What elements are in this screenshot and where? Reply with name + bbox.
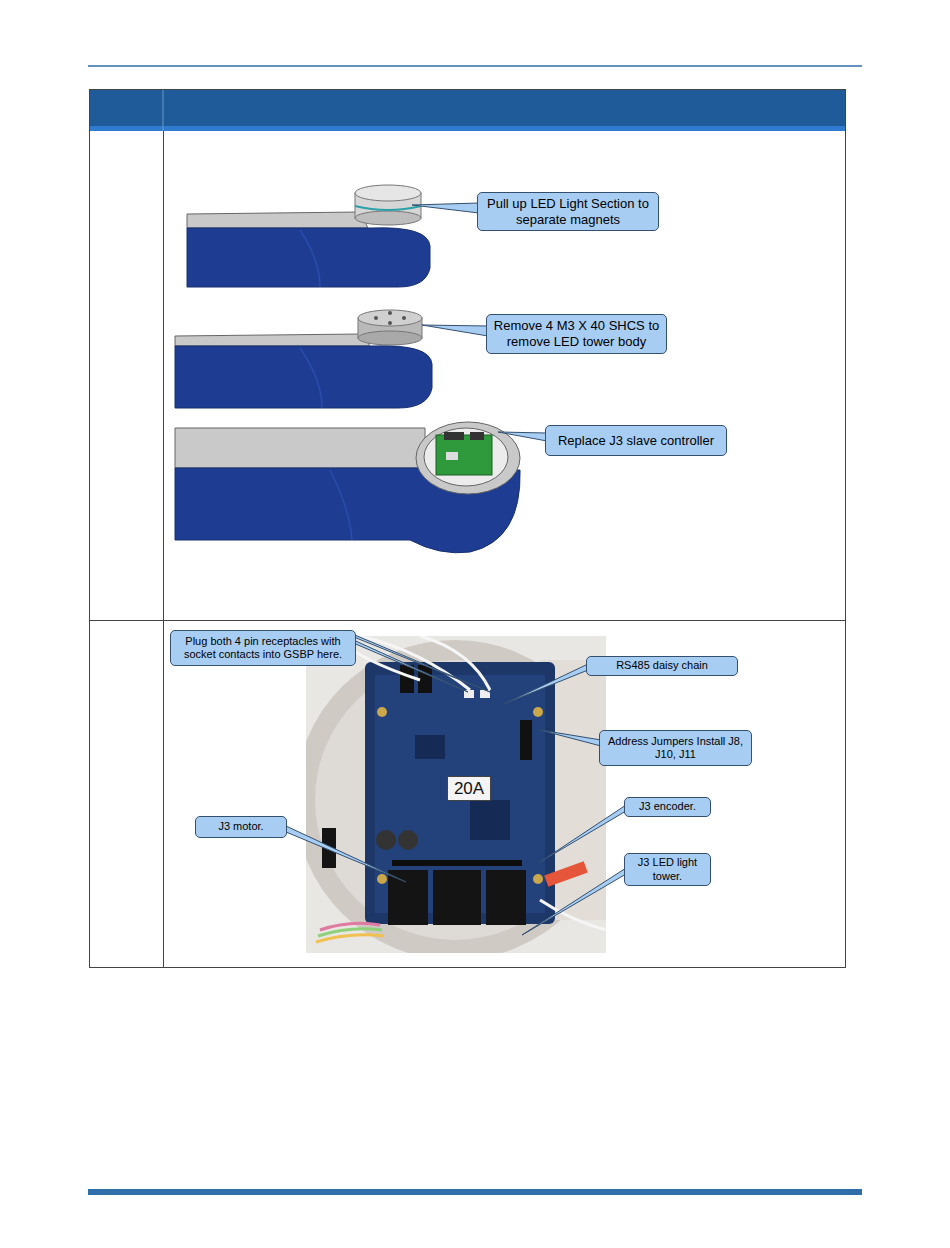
column-line [163, 131, 164, 968]
board-photo [306, 636, 606, 953]
row-line [89, 620, 846, 621]
callout-box: Remove 4 M3 X 40 SHCS to remove LED towe… [486, 314, 667, 354]
callout-box: J3 LED light tower. [624, 853, 711, 886]
callout-text: Replace J3 slave controller [558, 433, 714, 449]
callout-text: J3 encoder. [639, 800, 696, 813]
callout-text: RS485 daisy chain [616, 659, 708, 672]
callout-box: RS485 daisy chain [586, 656, 738, 676]
board-label: 20A [447, 776, 491, 801]
callout-box: J3 motor. [195, 816, 287, 838]
top-rule [88, 65, 862, 67]
table-header [89, 89, 846, 126]
callout-pointers [286, 203, 626, 935]
table-header-band [89, 126, 846, 131]
callout-box: Address Jumpers Install J8, J10, J11 [599, 730, 752, 766]
callout-text: Address Jumpers Install J8, J10, J11 [606, 735, 745, 761]
bottom-bar [88, 1189, 862, 1195]
callout-text: J3 motor. [218, 820, 263, 833]
callout-box: J3 encoder. [624, 797, 711, 817]
table-border [90, 90, 846, 968]
callout-text: J3 LED light tower. [631, 856, 704, 882]
callout-text: Pull up LED Light Section to separate ma… [484, 196, 652, 227]
arm-illustration [175, 310, 432, 408]
callout-box: Replace J3 slave controller [545, 425, 727, 456]
header-divider [163, 89, 164, 131]
arm-illustration [175, 422, 520, 553]
callout-box: Pull up LED Light Section to separate ma… [477, 192, 659, 231]
callout-text: Remove 4 M3 X 40 SHCS to remove LED towe… [493, 318, 660, 349]
callout-box: Plug both 4 pin receptacles with socket … [170, 630, 356, 666]
callout-text: Plug both 4 pin receptacles with socket … [177, 635, 349, 661]
arm-illustration [187, 185, 430, 287]
